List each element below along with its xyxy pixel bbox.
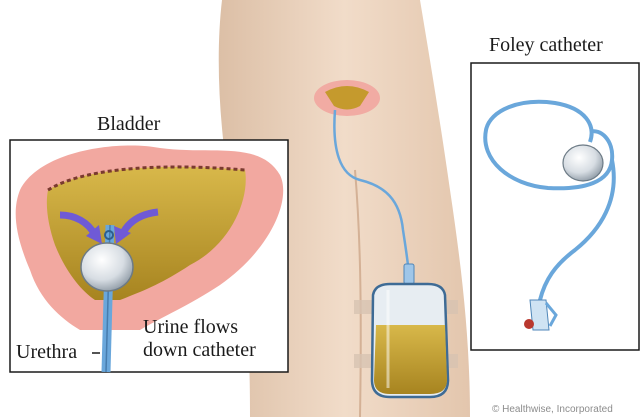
body-bladder xyxy=(314,80,380,116)
urine-flow-label-line2: down catheter xyxy=(143,339,256,362)
urethra-label: Urethra xyxy=(16,341,77,364)
urine-flow-label: Urine flows down catheter xyxy=(143,316,256,362)
foley-inset-frame xyxy=(471,63,639,350)
foley-catheter-label: Foley catheter xyxy=(489,34,603,57)
copyright-notice: © Healthwise, Incorporated xyxy=(492,404,613,415)
drainage-bag xyxy=(372,264,448,397)
urine-flow-label-line1: Urine flows xyxy=(143,316,256,339)
bladder-label: Bladder xyxy=(97,113,160,136)
